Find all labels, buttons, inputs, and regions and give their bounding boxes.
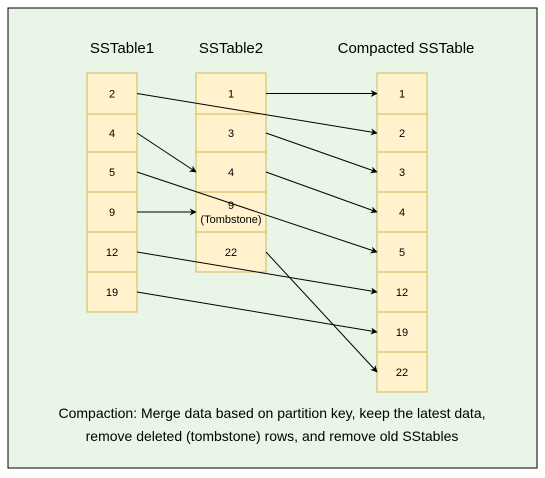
sstable1-cell-label: 4: [109, 128, 115, 140]
sstable1-cell-label: 12: [106, 247, 118, 259]
sstable2-cell-5: [195, 231, 267, 273]
sstable2-title: SSTable2: [199, 40, 263, 57]
merge-arrows: [136, 90, 378, 373]
compacted-cell-label: 12: [396, 287, 408, 299]
sstable1-cell-5: [86, 231, 138, 273]
sstable2-cell-1: [195, 72, 267, 115]
sstable1-cell-label: 19: [106, 287, 118, 299]
arrow-sstable2-3-to-compacted-3: [265, 132, 378, 174]
sstable2-cell-label: 4: [228, 167, 234, 179]
arrow-sstable1-12-to-compacted-12: [136, 251, 378, 295]
compacted-cell-7: [376, 311, 428, 353]
sstable2-cell-label: 3: [228, 128, 234, 140]
arrow-sstable2-4-to-compacted-4: [265, 171, 378, 214]
compacted-cell-label: 4: [399, 207, 405, 219]
sstable2-cell-label: 9: [228, 200, 234, 212]
compacted-cell-label: 3: [399, 167, 405, 179]
compacted-sstable-title: Compacted SSTable: [338, 40, 475, 57]
sstable1-title: SSTable1: [90, 40, 154, 57]
compacted-cell-label: 19: [396, 327, 408, 339]
sstable1-cell-1: [86, 72, 138, 115]
compacted-cell-2: [376, 113, 428, 153]
tombstone-label: (Tombstone): [200, 214, 261, 226]
sstable2-cell-label: 22: [225, 247, 237, 259]
sstable2-cell-3: [195, 151, 267, 193]
caption-line-2: remove deleted (tombstone) rows, and rem…: [86, 428, 459, 444]
compacted-cell-label: 22: [396, 367, 408, 379]
sstable2-column: 1 3 4 9 (Tombstone) 22: [195, 72, 267, 273]
compacted-cell-8: [376, 351, 428, 393]
arrow-sstable1-5-to-compacted-5: [136, 171, 378, 254]
sstable2-cell-label: 1: [228, 89, 234, 101]
arrow-sstable1-19-to-compacted-19: [136, 291, 378, 335]
sstable1-cell-label: 5: [109, 167, 115, 179]
sstable1-cell-6: [86, 271, 138, 313]
arrow-sstable1-2-to-compacted-2: [136, 93, 378, 136]
sstable1-cell-label: 2: [109, 89, 115, 101]
caption-line-1: Compaction: Merge data based on partitio…: [59, 405, 486, 421]
arrow-sstable2-22-to-compacted-22: [265, 251, 378, 373]
arrow-sstable1-4-to-sstable2-4: [136, 132, 197, 173]
sstable1-cell-label: 9: [109, 207, 115, 219]
compacted-cell-label: 2: [399, 128, 405, 140]
sstable1-column: 2 4 5 9 12 19: [86, 72, 138, 313]
sstable2-cell-4: [195, 191, 267, 233]
compacted-cell-label: 1: [399, 89, 405, 101]
compacted-cell-label: 5: [399, 247, 405, 259]
